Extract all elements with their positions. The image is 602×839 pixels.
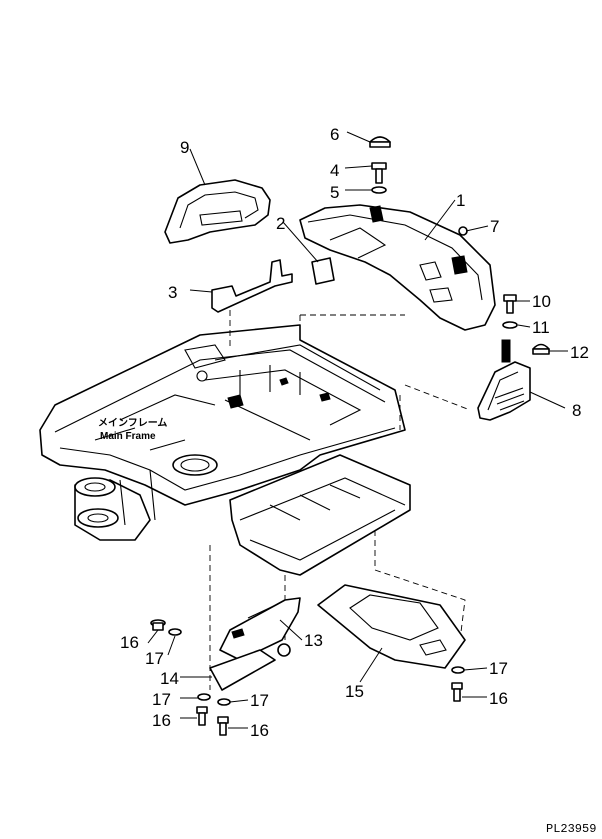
label-9: 9 xyxy=(180,138,189,157)
label-5: 5 xyxy=(330,183,339,202)
main-frame-jp-label: メインフレーム xyxy=(98,417,167,429)
main-frame: メインフレーム Main Frame xyxy=(39,324,411,576)
label-8: 8 xyxy=(572,401,581,420)
label-17-b: 17 xyxy=(152,690,171,709)
part-7-bolt xyxy=(458,226,468,236)
label-16-b: 16 xyxy=(152,711,171,730)
part-11-washer xyxy=(502,321,518,329)
label-7: 7 xyxy=(490,217,499,236)
part-6-cap xyxy=(369,136,391,148)
part-14-plate xyxy=(209,649,276,691)
bolts-16 xyxy=(150,619,463,736)
label-16-d: 16 xyxy=(489,689,508,708)
part-2-plate xyxy=(311,257,335,285)
label-6: 6 xyxy=(330,125,339,144)
leader-lines xyxy=(147,131,568,729)
part-3-bracket xyxy=(211,259,293,313)
label-10: 10 xyxy=(532,292,551,311)
part-1-rear-cover xyxy=(299,204,496,331)
label-16-c: 16 xyxy=(250,721,269,740)
label-3: 3 xyxy=(168,283,177,302)
label-17-c: 17 xyxy=(250,691,269,710)
label-14: 14 xyxy=(160,669,179,688)
main-frame-en-label: Main Frame xyxy=(100,431,156,442)
label-12: 12 xyxy=(570,343,589,362)
part-labels: 1 2 3 4 5 6 7 8 9 10 11 12 13 14 15 16 1… xyxy=(120,125,589,740)
part-5-washer xyxy=(371,186,387,194)
label-15: 15 xyxy=(345,682,364,701)
washers-17 xyxy=(168,628,465,706)
part-9-cover xyxy=(164,179,271,244)
part-10-bolt xyxy=(503,294,517,314)
label-17-a: 17 xyxy=(145,649,164,668)
label-4: 4 xyxy=(330,161,339,180)
label-16-a: 16 xyxy=(120,633,139,652)
label-11: 11 xyxy=(532,318,550,337)
label-17-d: 17 xyxy=(489,659,508,678)
assembly-lines xyxy=(209,310,471,690)
label-2: 2 xyxy=(276,214,285,233)
part-4-bolt xyxy=(371,162,387,184)
part-12-cap xyxy=(532,343,550,355)
label-1: 1 xyxy=(456,191,465,210)
part-15-undercover xyxy=(317,584,466,669)
label-13: 13 xyxy=(304,631,323,650)
drawing-code: PL23959 xyxy=(546,822,596,836)
part-8-side-cover xyxy=(477,339,531,421)
